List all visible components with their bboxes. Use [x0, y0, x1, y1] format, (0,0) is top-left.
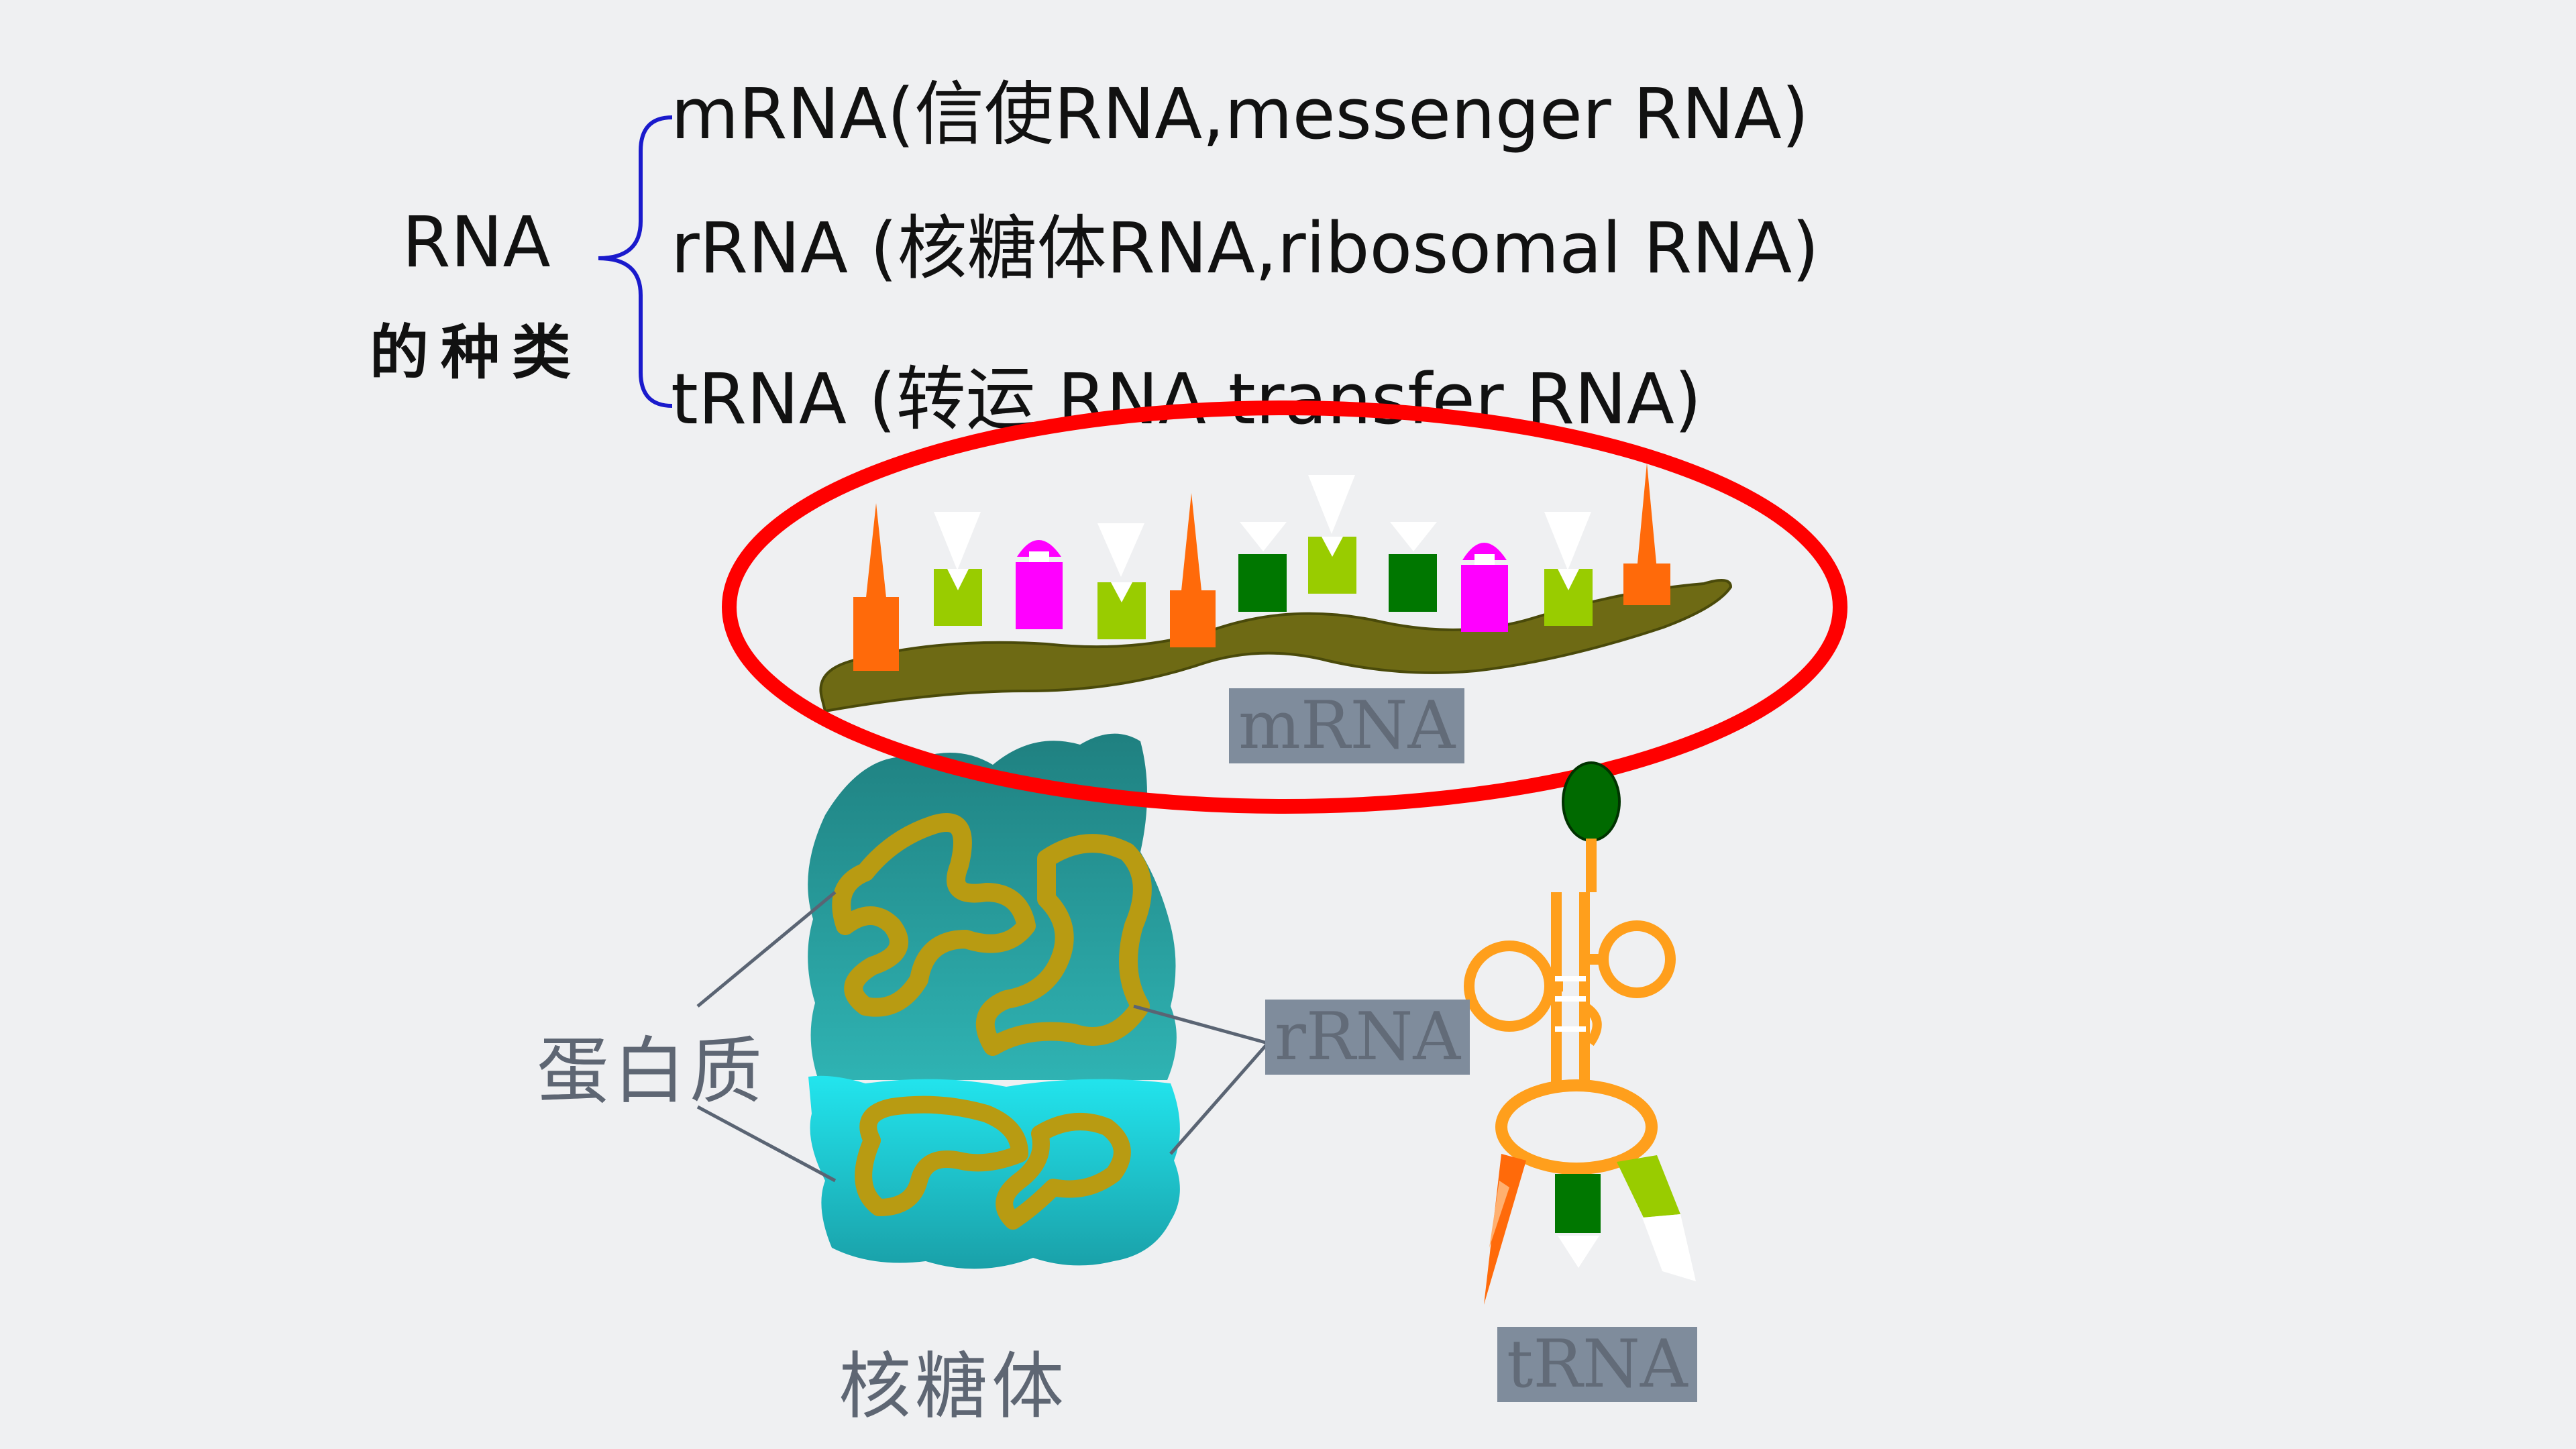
mrna-strand-icon: [819, 579, 1733, 713]
base-orange-icon: [1623, 463, 1670, 605]
trna-label: tRNA: [1497, 1327, 1697, 1402]
base-lime-icon: [934, 512, 982, 626]
leader-lines: [696, 891, 1269, 1183]
base-lime-icon: [1544, 512, 1593, 626]
mrna-bases: [853, 463, 1670, 671]
base-magenta-icon: [1461, 543, 1508, 632]
curly-brace-icon: [598, 115, 673, 408]
mrna-type-line: mRNA(信使RNA,messenger RNA): [671, 73, 1809, 155]
base-magenta-icon: [1016, 540, 1063, 629]
base-orange-icon: [853, 503, 899, 671]
mrna-label: mRNA: [1229, 688, 1465, 763]
rna-title: RNA: [402, 201, 551, 283]
rrna-type-line: rRNA (核糖体RNA,ribosomal RNA): [671, 207, 1819, 289]
rna-types-subtitle: 的种类: [369, 317, 583, 387]
ribosome-label: 核糖体: [839, 1345, 1069, 1429]
base-darkgreen-icon: [1238, 522, 1287, 612]
rrna-label: rRNA: [1265, 1000, 1470, 1075]
base-orange-icon: [1170, 493, 1216, 647]
ribosome-icon: [808, 733, 1180, 1269]
highlight-ellipse-icon: [722, 400, 1847, 814]
base-darkgreen-icon: [1389, 522, 1437, 612]
trna-cloverleaf-icon: [1464, 761, 1696, 1305]
protein-label: 蛋白质: [537, 1030, 767, 1114]
base-lime-icon: [1308, 475, 1356, 594]
base-lime-icon: [1097, 523, 1146, 639]
